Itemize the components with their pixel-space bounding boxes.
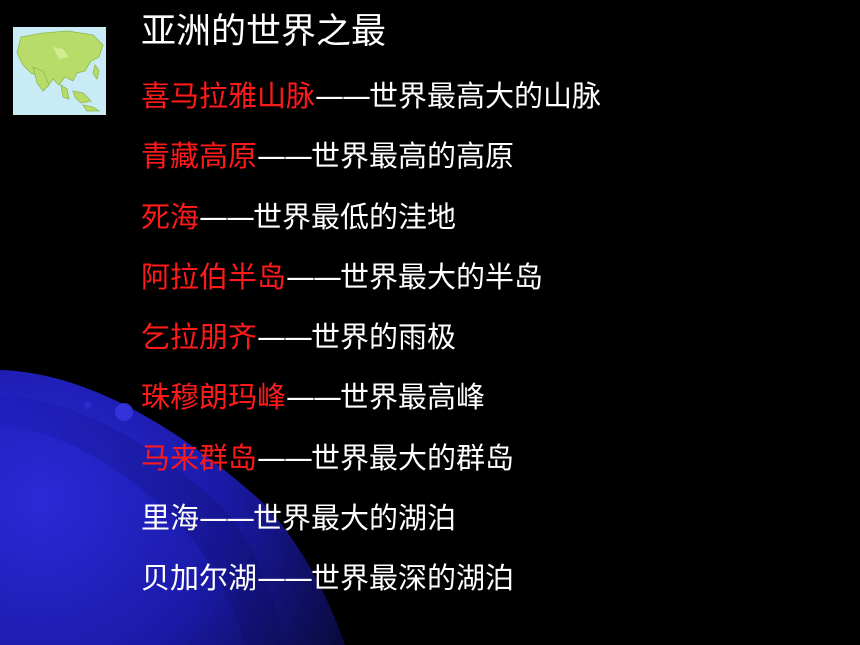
record-item: 死海——世界最低的洼地 bbox=[141, 193, 601, 253]
record-dash: —— bbox=[257, 320, 313, 355]
record-dash: —— bbox=[286, 259, 342, 294]
asia-map-icon bbox=[13, 27, 106, 115]
record-dash: —— bbox=[257, 139, 313, 174]
record-subject: 贝加尔湖 bbox=[141, 561, 258, 596]
record-subject: 青藏高原 bbox=[141, 139, 258, 174]
records-list: 喜马拉雅山脉——世界最高大的山脉青藏高原——世界最高的高原死海——世界最低的洼地… bbox=[141, 72, 601, 615]
record-description: 世界最低的洼地 bbox=[253, 199, 457, 234]
record-item: 里海——世界最大的湖泊 bbox=[141, 494, 601, 554]
record-dash: —— bbox=[286, 380, 342, 415]
record-subject: 死海 bbox=[141, 199, 200, 234]
record-dash: —— bbox=[315, 79, 371, 113]
record-item: 阿拉伯半岛——世界最大的半岛 bbox=[141, 253, 601, 313]
record-item: 马来群岛——世界最大的群岛 bbox=[141, 434, 601, 494]
record-description: 世界最大的群岛 bbox=[311, 440, 515, 475]
record-subject: 喜马拉雅山脉 bbox=[141, 79, 316, 113]
record-item: 青藏高原——世界最高的高原 bbox=[141, 132, 601, 192]
record-description: 世界最深的湖泊 bbox=[311, 561, 515, 596]
record-description: 世界的雨极 bbox=[311, 320, 457, 355]
record-subject: 珠穆朗玛峰 bbox=[141, 380, 287, 415]
record-description: 世界最大的湖泊 bbox=[253, 501, 457, 536]
record-subject: 乞拉朋齐 bbox=[141, 320, 258, 355]
record-item: 喜马拉雅山脉——世界最高大的山脉 bbox=[141, 72, 601, 132]
record-description: 世界最高大的山脉 bbox=[369, 79, 602, 113]
record-dash: —— bbox=[257, 561, 313, 596]
record-subject: 里海 bbox=[141, 501, 200, 536]
record-item: 贝加尔湖——世界最深的湖泊 bbox=[141, 554, 601, 614]
record-description: 世界最高峰 bbox=[340, 380, 486, 415]
record-item: 乞拉朋齐——世界的雨极 bbox=[141, 313, 601, 373]
record-subject: 马来群岛 bbox=[141, 440, 258, 475]
record-dash: —— bbox=[199, 501, 255, 536]
record-item: 珠穆朗玛峰——世界最高峰 bbox=[141, 373, 601, 433]
record-subject: 阿拉伯半岛 bbox=[141, 259, 287, 294]
slide-title: 亚洲的世界之最 bbox=[141, 12, 387, 52]
record-description: 世界最大的半岛 bbox=[340, 259, 544, 294]
record-dash: —— bbox=[199, 199, 255, 234]
record-dash: —— bbox=[257, 440, 313, 475]
record-description: 世界最高的高原 bbox=[311, 139, 515, 174]
